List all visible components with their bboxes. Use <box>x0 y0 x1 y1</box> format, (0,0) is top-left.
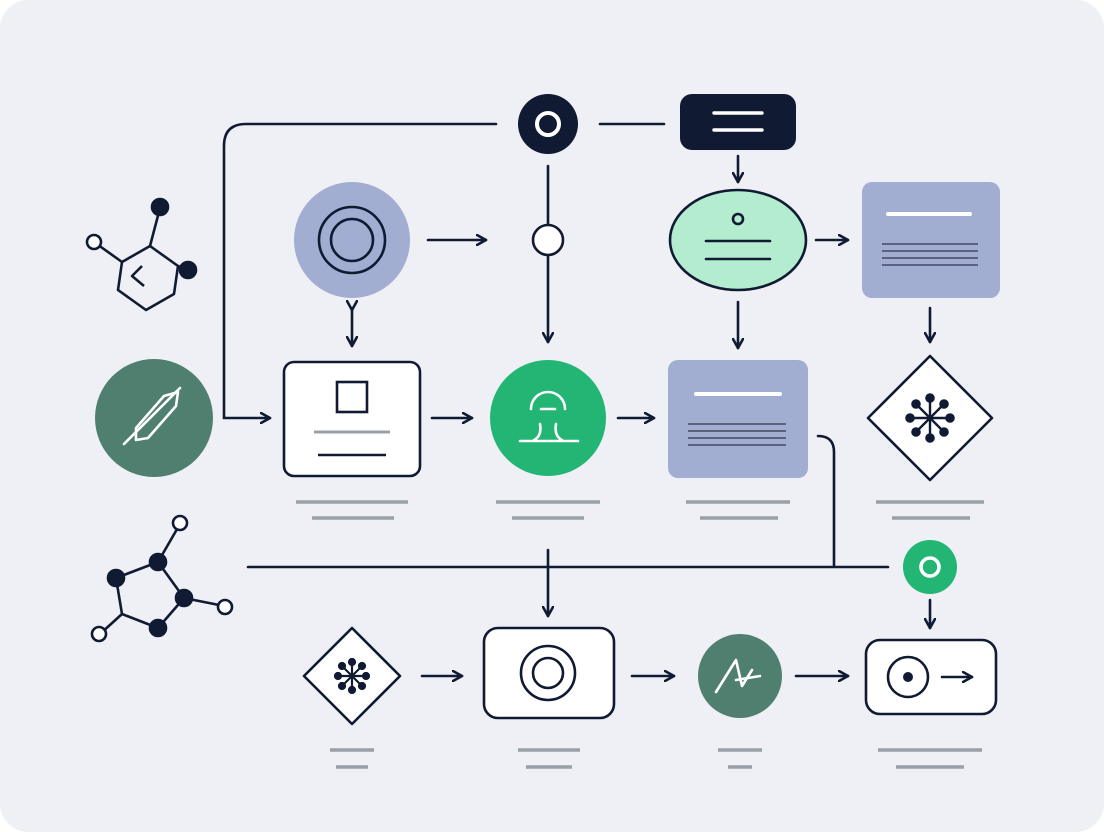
leaf-circle[interactable] <box>95 359 213 477</box>
info-ellipse[interactable] <box>668 188 808 292</box>
ring-card[interactable] <box>482 626 616 720</box>
connector-card-bus <box>816 434 836 568</box>
network-icon <box>333 657 371 695</box>
output-card[interactable] <box>864 638 998 716</box>
ring-icon <box>919 556 941 578</box>
molecule-icon <box>90 514 234 643</box>
network-icon <box>905 393 955 443</box>
doc-card-top-right[interactable] <box>862 182 1000 298</box>
network-diamond-small[interactable] <box>302 626 402 726</box>
spark-icon <box>714 658 762 694</box>
process-icon <box>518 390 580 443</box>
connectors <box>222 122 930 676</box>
caption-placeholders-bottom <box>330 748 982 769</box>
doc-card-middle[interactable] <box>668 360 808 478</box>
target-icon <box>317 205 387 275</box>
target-circle[interactable] <box>294 182 410 298</box>
molecule-icon <box>85 197 198 312</box>
leaf-icon <box>122 386 182 446</box>
spark-circle[interactable] <box>698 634 782 718</box>
caption-placeholders-middle <box>296 500 984 520</box>
ring-icon <box>519 644 577 702</box>
menu-lines-icon <box>712 111 764 132</box>
status-dot[interactable] <box>903 540 957 594</box>
info-icon <box>704 212 772 261</box>
process-circle[interactable] <box>490 360 606 476</box>
network-diamond[interactable] <box>866 354 994 482</box>
square-icon <box>335 380 369 414</box>
connector-loop-left <box>222 122 498 418</box>
module-card[interactable] <box>282 360 422 478</box>
ring-icon <box>535 111 561 137</box>
junction-node[interactable] <box>531 223 565 257</box>
dot-arrow-icon <box>886 655 974 699</box>
top-hub[interactable] <box>518 94 578 154</box>
top-header-card[interactable] <box>680 94 796 150</box>
